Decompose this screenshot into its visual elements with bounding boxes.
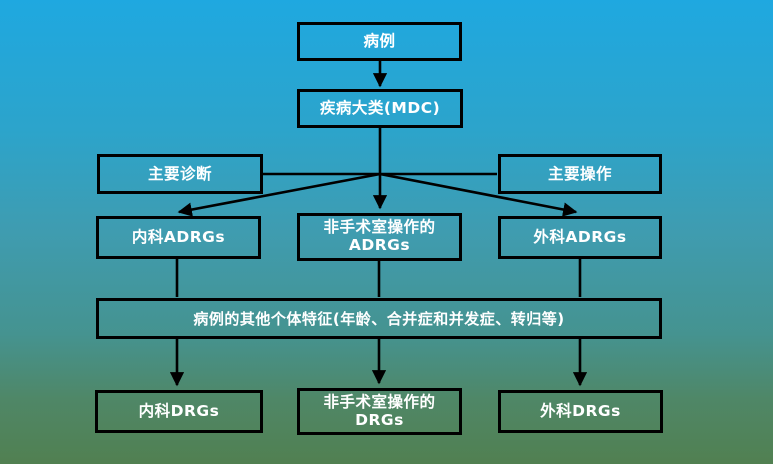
node-main-diagnosis-label: 主要诊断 — [147, 164, 212, 183]
node-main-diagnosis: 主要诊断 — [97, 154, 263, 194]
node-internal-adrgs: 内科ADRGs — [96, 216, 261, 259]
node-case: 病例 — [297, 22, 462, 61]
node-non-or-adrgs-line2: ADRGs — [348, 236, 411, 254]
node-non-or-drgs: 非手术室操作的 DRGs — [297, 388, 462, 435]
node-non-or-drgs-line1: 非手术室操作的 — [323, 392, 436, 411]
node-other-features: 病例的其他个体特征(年龄、合并症和并发症、转归等) — [96, 298, 662, 339]
node-surgical-drgs-label: 外科DRGs — [540, 402, 621, 421]
node-non-or-adrgs-line1: 非手术室操作的 — [323, 218, 436, 237]
node-mdc-label: 疾病大类(MDC) — [319, 99, 441, 118]
node-main-operation: 主要操作 — [498, 154, 662, 194]
node-internal-drgs-label: 内科DRGs — [138, 402, 220, 421]
node-surgical-adrgs-label: 外科ADRGs — [533, 228, 627, 247]
node-internal-adrgs-label: 内科ADRGs — [131, 228, 226, 247]
node-surgical-adrgs: 外科ADRGs — [498, 216, 662, 259]
node-internal-drgs: 内科DRGs — [95, 390, 263, 433]
node-other-features-label: 病例的其他个体特征(年龄、合并症和并发症、转归等) — [193, 309, 565, 328]
node-surgical-drgs: 外科DRGs — [498, 390, 663, 433]
node-non-or-adrgs: 非手术室操作的 ADRGs — [297, 213, 462, 261]
node-non-or-drgs-line2: DRGs — [355, 410, 404, 429]
node-mdc: 疾病大类(MDC) — [297, 89, 463, 128]
node-main-operation-label: 主要操作 — [547, 164, 612, 183]
node-case-label: 病例 — [363, 32, 396, 51]
